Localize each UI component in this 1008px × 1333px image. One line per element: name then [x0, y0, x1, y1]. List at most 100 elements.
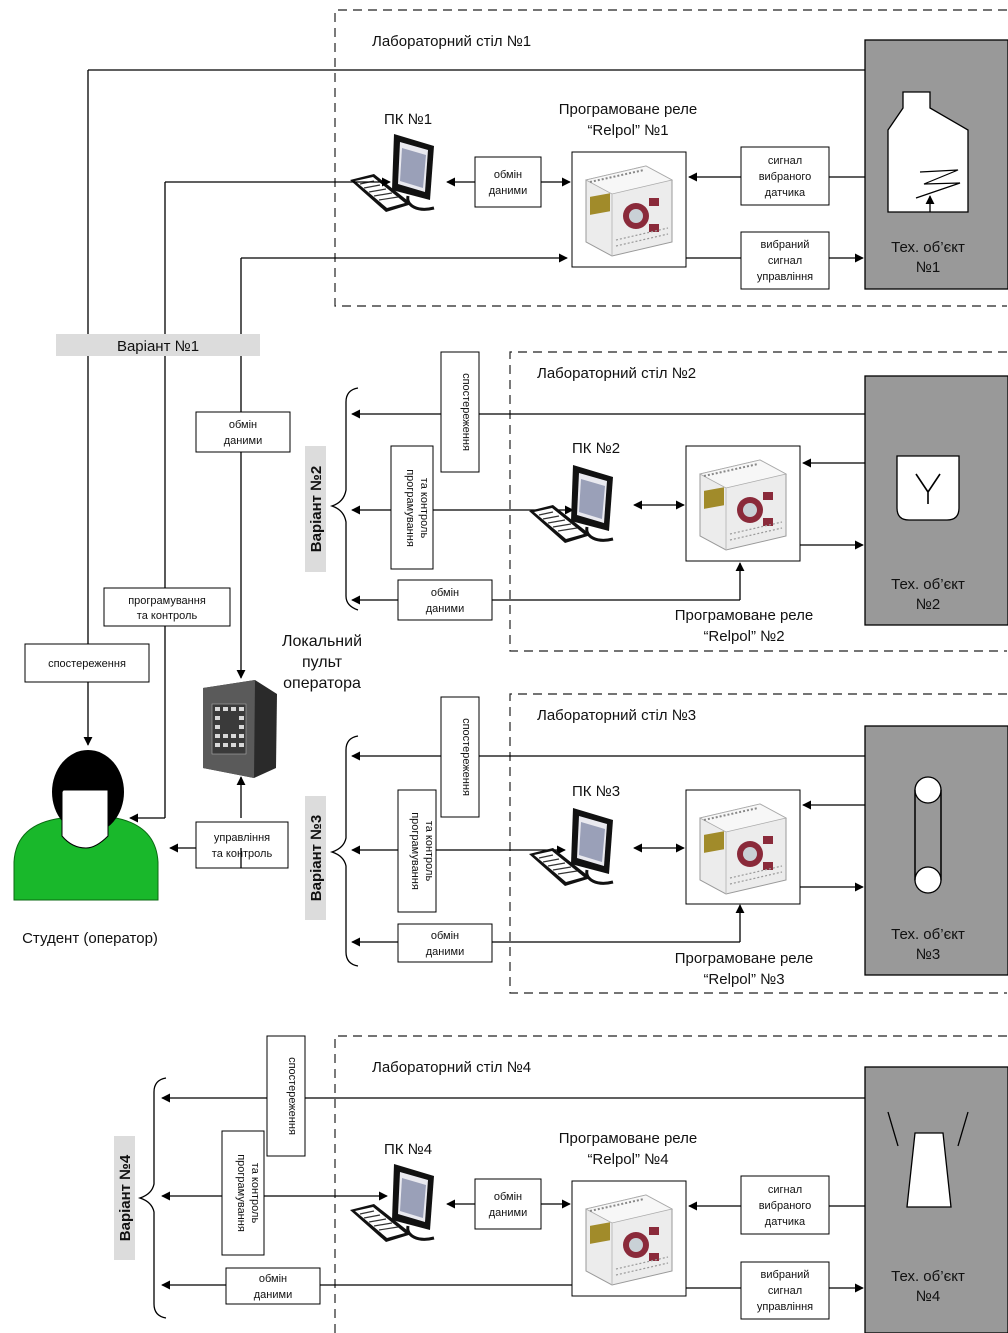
svg-text:датчика: датчика	[765, 1216, 806, 1228]
v3-exchange-box	[397, 923, 493, 963]
t1-exchange-box	[474, 156, 542, 208]
svg-text:спостереження: спостереження	[48, 658, 126, 670]
svg-text:обмін: обмін	[259, 1273, 287, 1285]
tech-object-4: Тех. об’єкт №4	[864, 1066, 1008, 1333]
svg-text:датчика: датчика	[765, 187, 806, 199]
t4-exchange-box	[474, 1178, 542, 1230]
svg-text:сигнал: сигнал	[768, 255, 802, 267]
svg-text:обмін: обмін	[494, 169, 522, 181]
v4-observation-box	[266, 1035, 306, 1157]
relay3-label: Програмоване реле	[675, 950, 814, 967]
console-label-3: оператора	[283, 675, 361, 692]
t4-control-signal-box	[740, 1261, 830, 1320]
svg-text:обмін: обмін	[431, 587, 459, 599]
svg-text:обмін: обмін	[431, 930, 459, 942]
relay3-icon	[699, 803, 787, 895]
heater-coil-icon	[915, 169, 961, 199]
pc2-label: ПК №2	[572, 440, 620, 457]
student-label: Студент (оператор)	[22, 930, 158, 947]
object4-number: №4	[916, 1288, 940, 1305]
svg-text:даними: даними	[489, 185, 527, 197]
tech-object-3: Тех. об’єкт №3	[864, 725, 1008, 976]
table4-title: Лабораторний стіл №4	[372, 1059, 531, 1076]
relay4-label: Програмоване реле	[559, 1130, 698, 1147]
svg-text:обмін: обмін	[494, 1191, 522, 1203]
pc3-label: ПК №3	[572, 783, 620, 800]
object3-number: №3	[916, 946, 940, 963]
svg-text:спостереження: спостереження	[286, 1057, 298, 1135]
table2-title: Лабораторний стіл №2	[537, 365, 696, 382]
variant3-brace	[329, 735, 359, 967]
svg-text:та контроль: та контроль	[249, 1163, 261, 1224]
variant2-brace	[329, 387, 359, 611]
object2-number: №2	[916, 596, 940, 613]
t1-control-signal-box	[740, 231, 830, 290]
relay1-number: “Relpol” №1	[587, 122, 668, 139]
student-icon	[13, 750, 159, 901]
variant3-label: Варіант №3	[308, 815, 325, 901]
relay4-number: “Relpol” №4	[587, 1151, 668, 1168]
svg-text:та контроль: та контроль	[137, 610, 198, 622]
variant2-band	[305, 446, 326, 572]
variant3-band	[305, 796, 326, 920]
console-label-1: Локальний	[282, 633, 362, 650]
svg-text:та контроль: та контроль	[212, 848, 273, 860]
svg-text:даними: даними	[426, 946, 464, 958]
relay1-label: Програмоване реле	[559, 101, 698, 118]
variant1-label: Варіант №1	[117, 338, 199, 355]
svg-text:програмування: програмування	[409, 812, 421, 890]
object4-label: Тех. об’єкт	[891, 1268, 965, 1285]
svg-text:програмування: програмування	[128, 595, 206, 607]
svg-text:сигнал: сигнал	[768, 155, 802, 167]
pulley-bottom-icon	[914, 866, 942, 894]
pc3-icon	[527, 806, 615, 888]
table1-title: Лабораторний стіл №1	[372, 33, 531, 50]
object2-label: Тех. об’єкт	[891, 576, 965, 593]
pc2-icon	[527, 463, 615, 545]
table1-frame	[334, 9, 1007, 307]
control-box	[195, 821, 289, 869]
svg-text:управління: управління	[757, 271, 813, 283]
v2-observation-box	[440, 351, 480, 473]
hopper-icon	[906, 1132, 952, 1208]
svg-text:даними: даними	[489, 1207, 527, 1219]
object1-label: Тех. об’єкт	[891, 239, 965, 256]
v4-programming-box	[221, 1130, 265, 1256]
svg-text:управління: управління	[757, 1301, 813, 1313]
v2-exchange-box	[397, 579, 493, 621]
v2-programming-box	[390, 445, 434, 570]
pc4-label: ПК №4	[384, 1141, 432, 1158]
v4-exchange-box	[225, 1267, 321, 1305]
svg-text:вибраний: вибраний	[761, 239, 810, 251]
relay2-number: “Relpol” №2	[703, 628, 784, 645]
svg-text:вибраного: вибраного	[759, 171, 812, 183]
tech-object-1: Тех. об’єкт №1	[864, 39, 1008, 290]
table2-frame	[509, 351, 1007, 652]
tank-icon	[887, 91, 969, 213]
object1-number: №1	[916, 259, 940, 276]
svg-text:спостереження: спостереження	[460, 373, 472, 451]
svg-text:сигнал: сигнал	[768, 1184, 802, 1196]
svg-text:управління: управління	[214, 832, 270, 844]
variant2-label: Варіант №2	[308, 466, 325, 552]
svg-text:вибраний: вибраний	[761, 1269, 810, 1281]
relay1-icon	[585, 165, 673, 257]
pc1-label: ПК №1	[384, 111, 432, 128]
svg-text:даними: даними	[254, 1289, 292, 1301]
object3-label: Тех. об’єкт	[891, 926, 965, 943]
relay3-number: “Relpol” №3	[703, 971, 784, 988]
variant1-band	[56, 334, 260, 356]
relay2-label: Програмоване реле	[675, 607, 814, 624]
svg-text:програмування: програмування	[235, 1154, 247, 1232]
svg-text:вибраного: вибраного	[759, 1200, 812, 1212]
svg-text:даними: даними	[426, 603, 464, 615]
variant4-band	[114, 1136, 135, 1260]
tech-object-2: Тех. об’єкт №2	[864, 375, 1008, 626]
console-label-2: пульт	[302, 654, 343, 671]
v1-programming-box	[103, 587, 231, 627]
v3-observation-box	[440, 696, 480, 818]
svg-text:та контроль: та контроль	[418, 478, 430, 539]
table3-frame	[509, 693, 1007, 994]
